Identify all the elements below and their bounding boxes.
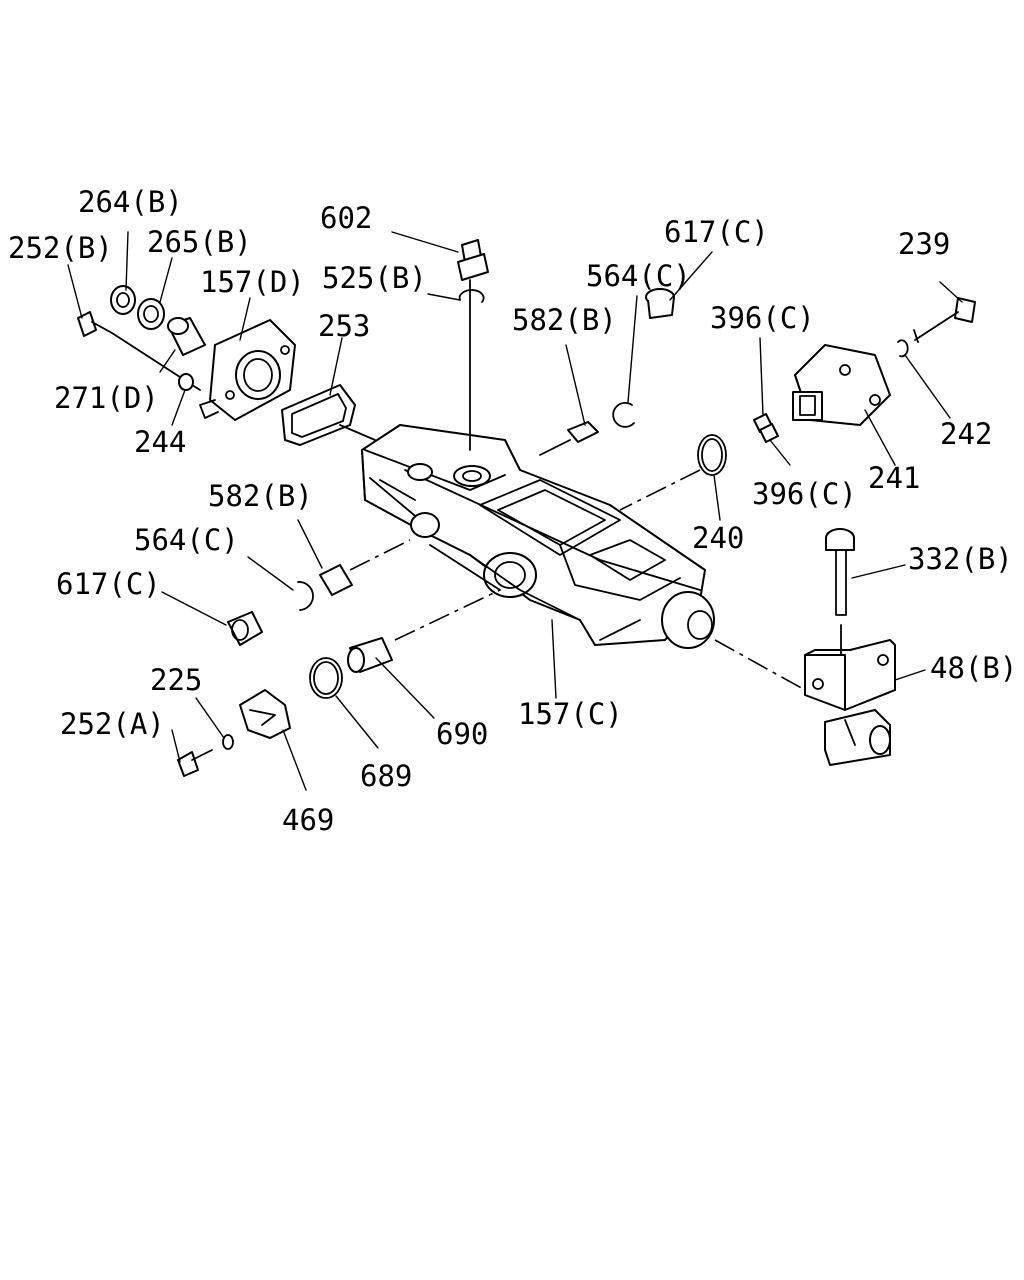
label-582b-top: 582(B) — [512, 303, 617, 337]
label-271d: 271(D) — [54, 381, 159, 415]
label-244: 244 — [134, 425, 186, 459]
label-225: 225 — [150, 663, 202, 697]
label-157c: 157(C) — [518, 697, 623, 731]
seal-265b — [137, 298, 165, 330]
seal-264b — [110, 285, 136, 315]
cap-469 — [239, 689, 291, 739]
plug-617c-mid — [227, 611, 263, 646]
label-582b-mid: 582(B) — [208, 479, 313, 513]
label-396c-bot: 396(C) — [752, 477, 857, 511]
label-602: 602 — [320, 201, 372, 235]
label-525b: 525(B) — [322, 261, 427, 295]
pin-396c — [753, 413, 779, 443]
washer-242 — [897, 339, 909, 358]
label-241: 241 — [868, 461, 920, 495]
label-332b: 332(B) — [908, 542, 1013, 576]
label-264b: 264(B) — [78, 185, 183, 219]
bolt-582b-upper — [539, 421, 599, 456]
bolt-252a — [177, 749, 213, 777]
bolt-582b-mid — [319, 539, 411, 596]
label-48b: 48(B) — [930, 651, 1017, 685]
o-ring-689 — [309, 657, 343, 699]
label-265b: 265(B) — [147, 225, 252, 259]
label-157d: 157(D) — [200, 265, 305, 299]
label-242: 242 — [940, 417, 992, 451]
label-252b: 252(B) — [8, 231, 113, 265]
label-252a: 252(A) — [60, 707, 165, 741]
sleeve-690 — [347, 589, 501, 673]
label-240: 240 — [692, 521, 744, 555]
ring-225 — [222, 734, 234, 750]
leader-lines — [67, 231, 963, 791]
label-617c-top: 617(C) — [664, 215, 769, 249]
label-564c-top: 564(C) — [586, 259, 691, 293]
label-564c-mid: 564(C) — [134, 523, 239, 557]
bushing-271d — [167, 317, 206, 356]
label-689: 689 — [360, 759, 412, 793]
label-469: 469 — [282, 803, 334, 837]
bolt-332b — [825, 528, 855, 616]
label-690: 690 — [436, 717, 488, 751]
label-239: 239 — [898, 227, 950, 261]
clip-564c-mid — [297, 581, 314, 611]
washer-244 — [178, 373, 194, 391]
clip-564c-upper — [612, 402, 635, 428]
part-labels: 264(B) 252(B) 265(B) 157(D) 602 525(B) 2… — [8, 185, 1017, 837]
flange-cover-157d — [199, 319, 296, 421]
label-253: 253 — [318, 309, 370, 343]
gasket-253 — [281, 384, 376, 446]
label-396c-top: 396(C) — [710, 301, 815, 335]
fitting-602 — [457, 239, 489, 451]
bolt-239 — [913, 297, 976, 343]
o-ring-240 — [619, 434, 727, 511]
plug-617c-upper — [645, 288, 675, 319]
snap-ring-525b — [458, 289, 485, 303]
pump-241 — [792, 344, 891, 426]
label-617c-mid: 617(C) — [56, 567, 161, 601]
main-housing-157c — [361, 424, 715, 649]
bracket-48b — [714, 624, 896, 766]
